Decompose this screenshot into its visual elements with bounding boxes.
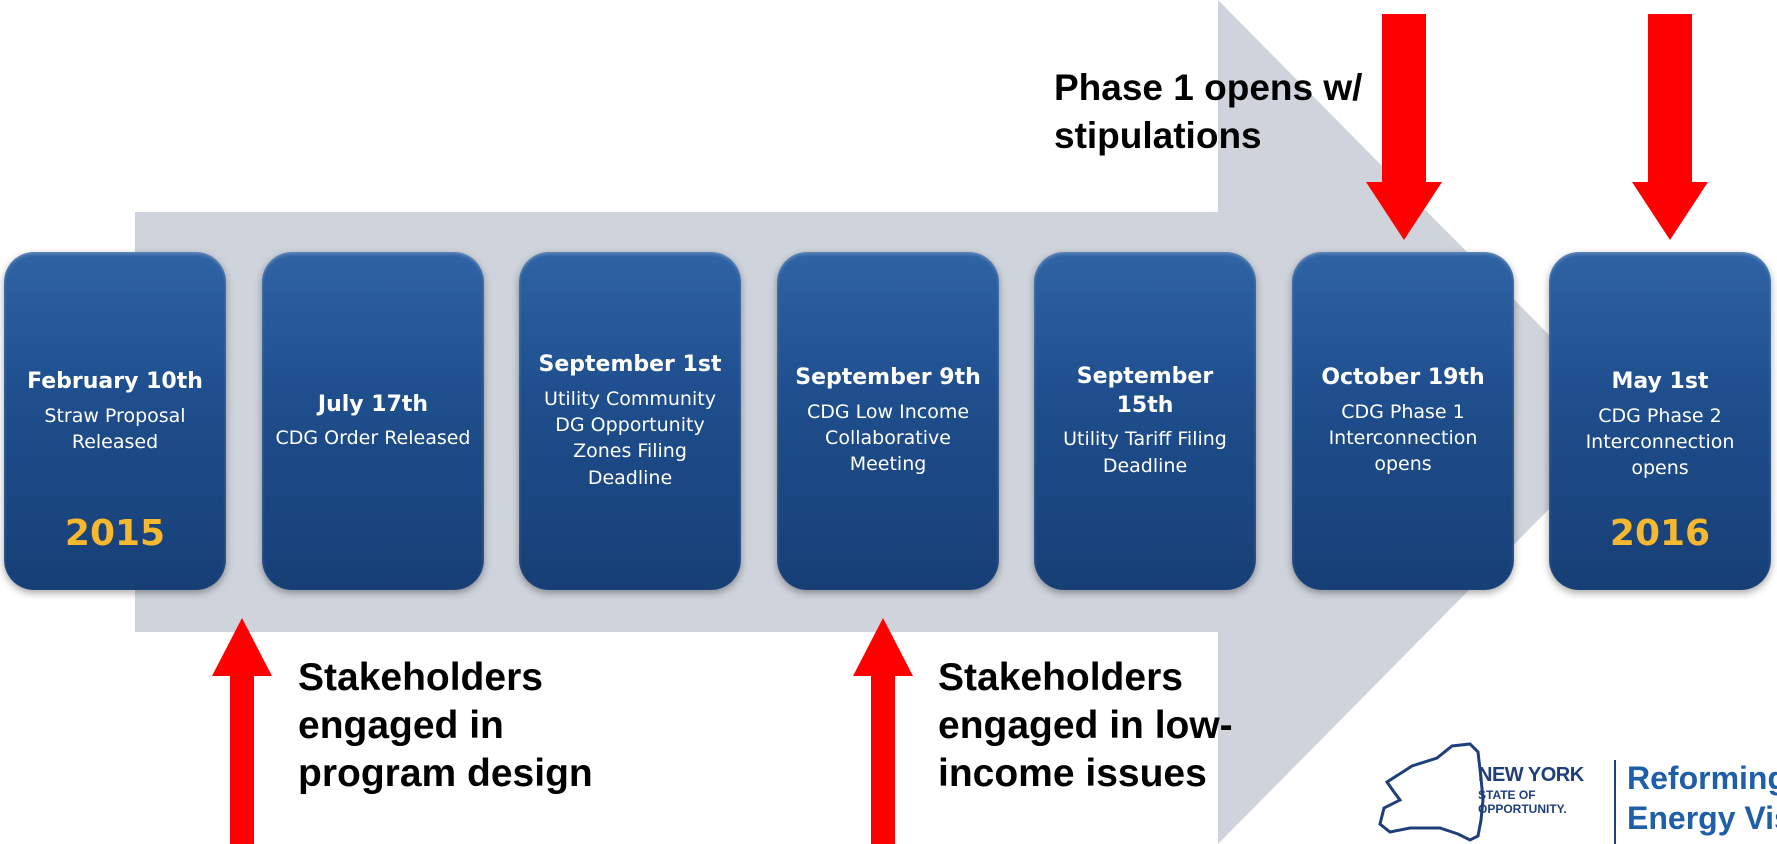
milestone-year: 2015 (64, 513, 166, 554)
milestone-may-1: May 1st CDG Phase 2 Interconnection open… (1549, 252, 1771, 590)
milestone-desc: CDG Low Income Collaborative Meeting (806, 400, 970, 476)
callout-phase1: Phase 1 opens w/ stipulations (1054, 67, 1363, 156)
milestone-desc: Straw Proposal Released (44, 404, 186, 453)
red-arrow-up-july (212, 618, 272, 844)
milestone-sep-1: September 1st Utility Community DG Oppor… (519, 252, 741, 590)
logo-line2: STATE OF (1478, 788, 1536, 802)
milestone-year: 2016 (1609, 513, 1711, 554)
milestone-date: September 1st (538, 352, 722, 378)
milestone-desc: CDG Phase 2 Interconnection opens (1585, 404, 1735, 480)
milestone-desc: CDG Phase 1 Interconnection opens (1328, 400, 1478, 476)
callout-stakeholders-design: Stakeholders engaged in program design (298, 656, 593, 795)
logo-line3: OPPORTUNITY. (1478, 802, 1567, 816)
milestone-sep-9: September 9th CDG Low Income Collaborati… (777, 252, 999, 590)
red-arrow-down-oct (1366, 14, 1442, 240)
milestone-desc: Utility Community DG Opportunity Zones F… (544, 387, 716, 489)
milestone-date: September 15th (1076, 364, 1214, 418)
logo-line1: NEW YORK (1478, 764, 1584, 786)
red-arrow-up-sept (853, 618, 913, 844)
callout-stakeholders-lowincome: Stakeholders engaged in low-income issue… (938, 656, 1233, 795)
milestone-jul-17: July 17th CDG Order Released (262, 252, 484, 590)
milestone-date: May 1st (1611, 369, 1709, 394)
milestone-date: July 17th (317, 391, 429, 417)
milestone-feb-10: February 10th Straw Proposal Released 20… (4, 252, 226, 590)
milestone-sep-15: September 15th Utility Tariff Filing Dea… (1034, 252, 1256, 590)
logo-tagline-1: Reforming (1627, 760, 1777, 796)
milestone-date: September 9th (795, 365, 981, 391)
milestone-desc: Utility Tariff Filing Deadline (1063, 428, 1227, 477)
red-arrow-down-may (1632, 14, 1708, 240)
milestone-desc: CDG Order Released (275, 427, 471, 450)
logo-tagline-2: Energy Vis (1627, 800, 1777, 836)
milestone-oct-19: October 19th CDG Phase 1 Interconnection… (1292, 252, 1514, 590)
new-york-state-icon (1378, 742, 1485, 842)
milestone-date: February 10th (27, 369, 203, 394)
milestone-date: October 19th (1321, 365, 1485, 391)
